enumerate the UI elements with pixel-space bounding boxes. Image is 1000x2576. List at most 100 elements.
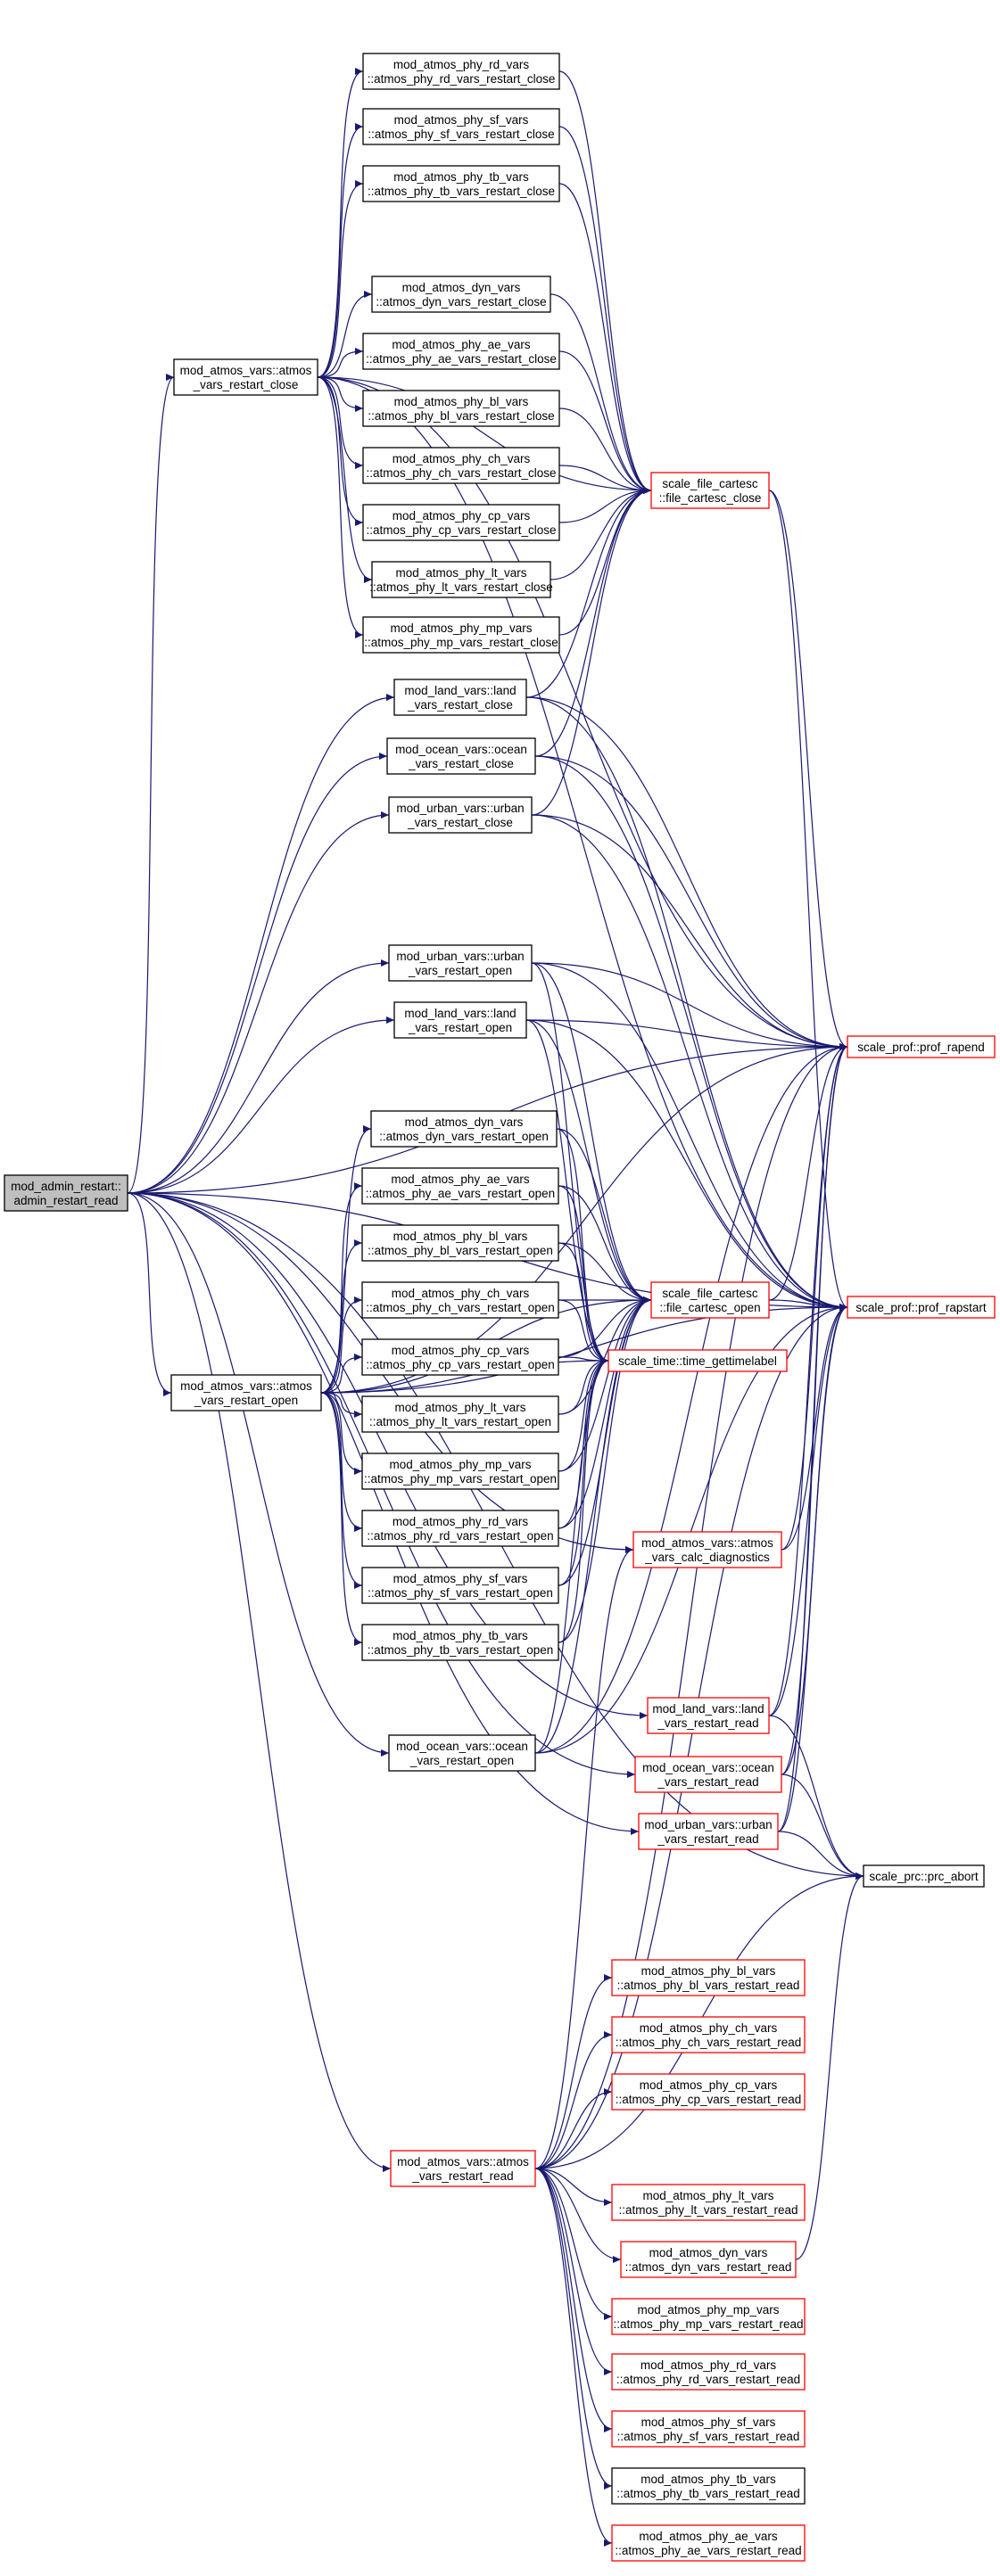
call-edge-fopen-to-rapstart [768, 1299, 848, 1308]
function-node-bl_o[interactable]: mod_atmos_phy_bl_vars::atmos_phy_bl_vars… [361, 1224, 559, 1262]
function-node-ch_r[interactable]: mod_atmos_phy_ch_vars::atmos_phy_ch_vars… [611, 2016, 806, 2053]
call-edge-close-to-cp_c [317, 376, 364, 523]
call-edge-dyn_o-to-fopen [556, 1128, 652, 1301]
node-box [371, 561, 551, 598]
function-node-bl_r[interactable]: mod_atmos_phy_bl_vars::atmos_phy_bl_vars… [611, 1959, 806, 1996]
call-edge-close-to-fclose [317, 376, 652, 491]
function-node-dyn_c[interactable]: mod_atmos_dyn_vars::atmos_dyn_vars_resta… [371, 276, 551, 313]
function-node-tb_r[interactable]: mod_atmos_phy_tb_vars::atmos_phy_tb_vars… [611, 2467, 806, 2505]
function-node-land_c[interactable]: mod_land_vars::land_vars_restart_close [393, 679, 527, 716]
function-node-cp_o[interactable]: mod_atmos_phy_cp_vars::atmos_phy_cp_vars… [361, 1338, 559, 1376]
node-label: _vars_restart_read [657, 1716, 758, 1730]
arrowhead-icon [643, 1296, 651, 1304]
call-edge-lt_c-to-fclose [550, 490, 652, 580]
arrowhead-icon [355, 348, 363, 355]
function-node-cp_r[interactable]: mod_atmos_phy_cp_vars::atmos_phy_cp_vars… [611, 2073, 806, 2111]
call-edge-ocean_r-to-rapend [781, 1046, 848, 1775]
function-node-read[interactable]: mod_atmos_vars::atmos_vars_restart_read [390, 2150, 536, 2187]
call-edge-close-to-bl_c [317, 376, 364, 409]
function-node-land_o[interactable]: mod_land_vars::land_vars_restart_open [393, 1001, 527, 1039]
function-node-fopen[interactable]: scale_file_cartesc::file_cartesc_open [650, 1281, 770, 1319]
node-label: scale_prc::prc_abort [869, 1870, 979, 1883]
function-node-rd_c[interactable]: mod_atmos_phy_rd_vars::atmos_phy_rd_vars… [362, 53, 560, 90]
node-label: ::atmos_dyn_vars_restart_open [379, 1130, 549, 1143]
call-edge-read-to-tb_r [534, 2168, 613, 2487]
function-node-calcdiag[interactable]: mod_atmos_vars::atmos_vars_calc_diagnost… [632, 1531, 782, 1568]
node-label: mod_atmos_phy_sf_vars [393, 1572, 528, 1585]
arrowhead-icon [604, 1974, 612, 1981]
node-label: _vars_restart_read [411, 2169, 513, 2183]
function-node-mp_c[interactable]: mod_atmos_phy_mp_vars::atmos_phy_mp_vars… [362, 616, 560, 654]
node-label: ::atmos_phy_rd_vars_restart_read [616, 2373, 800, 2386]
node-box [170, 1374, 322, 1411]
arrowhead-icon [383, 2165, 391, 2172]
node-label: mod_atmos_phy_ch_vars [392, 1287, 530, 1300]
function-node-fclose[interactable]: scale_file_cartesc::file_cartesc_close [650, 472, 770, 509]
node-box [361, 1567, 559, 1604]
function-node-gettime[interactable]: scale_time::time_gettimelabel [607, 1349, 788, 1372]
function-node-ae_c[interactable]: mod_atmos_phy_ae_vars::atmos_phy_ae_vars… [362, 333, 560, 370]
function-node-land_r[interactable]: mod_land_vars::land_vars_restart_read [647, 1697, 770, 1734]
arrowhead-icon [381, 811, 389, 819]
function-node-rapstart[interactable]: scale_prof::prof_rapstart [847, 1296, 996, 1319]
call-edge-urban_c-to-rapend [531, 814, 848, 1048]
function-node-urban_c[interactable]: mod_urban_vars::urban_vars_restart_close [388, 796, 533, 834]
function-node-ocean_r[interactable]: mod_ocean_vars::ocean_vars_restart_read [634, 1756, 782, 1793]
function-node-ch_c[interactable]: mod_atmos_phy_ch_vars::atmos_phy_ch_vars… [362, 447, 560, 484]
function-node-tb_c[interactable]: mod_atmos_phy_tb_vars::atmos_phy_tb_vars… [362, 165, 560, 202]
function-node-ocean_c[interactable]: mod_ocean_vars::ocean_vars_restart_close [386, 737, 536, 775]
function-node-mp_o[interactable]: mod_atmos_phy_mp_vars::atmos_phy_mp_vars… [361, 1453, 559, 1490]
function-node-urban_r[interactable]: mod_urban_vars::urban_vars_restart_read [638, 1813, 779, 1850]
node-box [361, 1281, 559, 1319]
node-label: ::atmos_phy_cp_vars_restart_read [616, 2093, 802, 2106]
function-node-lt_r[interactable]: mod_atmos_phy_lt_vars::atmos_phy_lt_vars… [611, 2184, 806, 2221]
call-edge-close-to-sf_c [317, 126, 364, 378]
node-label: ::atmos_phy_rd_vars_restart_close [368, 72, 556, 86]
node-box [611, 2467, 806, 2505]
node-label: mod_atmos_phy_sf_vars [641, 2416, 776, 2429]
function-node-rd_o[interactable]: mod_atmos_phy_rd_vars::atmos_phy_rd_vars… [361, 1510, 559, 1547]
function-node-ch_o[interactable]: mod_atmos_phy_ch_vars::atmos_phy_ch_vars… [361, 1281, 559, 1319]
function-node-rd_r[interactable]: mod_atmos_phy_rd_vars::atmos_phy_rd_vars… [611, 2353, 806, 2391]
function-node-dyn_o[interactable]: mod_atmos_dyn_vars::atmos_dyn_vars_resta… [370, 1110, 558, 1148]
node-box [173, 358, 318, 396]
node-label: ::atmos_phy_bl_vars_restart_open [368, 1244, 553, 1257]
function-node-ae_r[interactable]: mod_atmos_phy_ae_vars::atmos_phy_ae_vars… [611, 2524, 806, 2562]
node-label: mod_atmos_phy_sf_vars [394, 113, 529, 127]
node-label: _vars_restart_open [408, 1021, 512, 1034]
node-box [863, 1864, 985, 1888]
node-label: ::atmos_dyn_vars_restart_read [625, 2260, 792, 2274]
function-node-tb_o[interactable]: mod_atmos_phy_tb_vars::atmos_phy_tb_vars… [361, 1624, 559, 1661]
function-node-open[interactable]: mod_atmos_vars::atmos_vars_restart_open [170, 1374, 322, 1411]
node-box [362, 447, 560, 484]
node-box [362, 504, 560, 541]
arrowhead-icon [355, 519, 363, 526]
arrowhead-icon [600, 1357, 608, 1364]
function-node-lt_o[interactable]: mod_atmos_phy_lt_vars::atmos_phy_lt_vars… [361, 1395, 559, 1433]
function-node-ocean_o[interactable]: mod_ocean_vars::ocean_vars_restart_open [388, 1734, 536, 1772]
node-label: mod_urban_vars::urban [396, 802, 524, 815]
node-box [620, 2241, 797, 2278]
function-node-bl_c[interactable]: mod_atmos_phy_bl_vars::atmos_phy_bl_vars… [362, 390, 560, 427]
function-node-abort[interactable]: scale_prc::prc_abort [863, 1864, 985, 1888]
function-node-rapend[interactable]: scale_prof::prof_rapend [847, 1035, 996, 1058]
function-node-ae_o[interactable]: mod_atmos_phy_ae_vars::atmos_phy_ae_vars… [361, 1167, 559, 1205]
node-label: mod_land_vars::land [404, 684, 516, 697]
function-node-sf_c[interactable]: mod_atmos_phy_sf_vars::atmos_phy_sf_vars… [362, 108, 560, 145]
function-node-lt_c[interactable]: mod_atmos_phy_lt_vars::atmos_phy_lt_vars… [369, 561, 553, 598]
call-edge-open-to-lt_o [320, 1392, 363, 1415]
function-node-sf_o[interactable]: mod_atmos_phy_sf_vars::atmos_phy_sf_vars… [361, 1567, 559, 1604]
function-node-dyn_r[interactable]: mod_atmos_dyn_vars::atmos_dyn_vars_resta… [620, 2241, 797, 2278]
function-node-sf_r[interactable]: mod_atmos_phy_sf_vars::atmos_phy_sf_vars… [611, 2410, 806, 2448]
arrowhead-icon [354, 1182, 362, 1189]
node-label: _vars_calc_diagnostics [644, 1551, 770, 1564]
function-node-close[interactable]: mod_atmos_vars::atmos_vars_restart_close [173, 358, 318, 396]
function-node-mp_r[interactable]: mod_atmos_phy_mp_vars::atmos_phy_mp_vars… [611, 2298, 806, 2335]
node-label: mod_atmos_phy_lt_vars [395, 566, 526, 580]
call-edge-open-to-dyn_o [320, 1128, 372, 1394]
function-node-cp_c[interactable]: mod_atmos_phy_cp_vars::atmos_phy_cp_vars… [362, 504, 560, 541]
function-node-urban_o[interactable]: mod_urban_vars::urban_vars_restart_open [388, 944, 533, 982]
call-edge-urban_o-to-rapstart [531, 962, 848, 1308]
node-box [361, 1624, 559, 1661]
function-node-admin[interactable]: mod_admin_restart::admin_restart_read [4, 1174, 128, 1212]
